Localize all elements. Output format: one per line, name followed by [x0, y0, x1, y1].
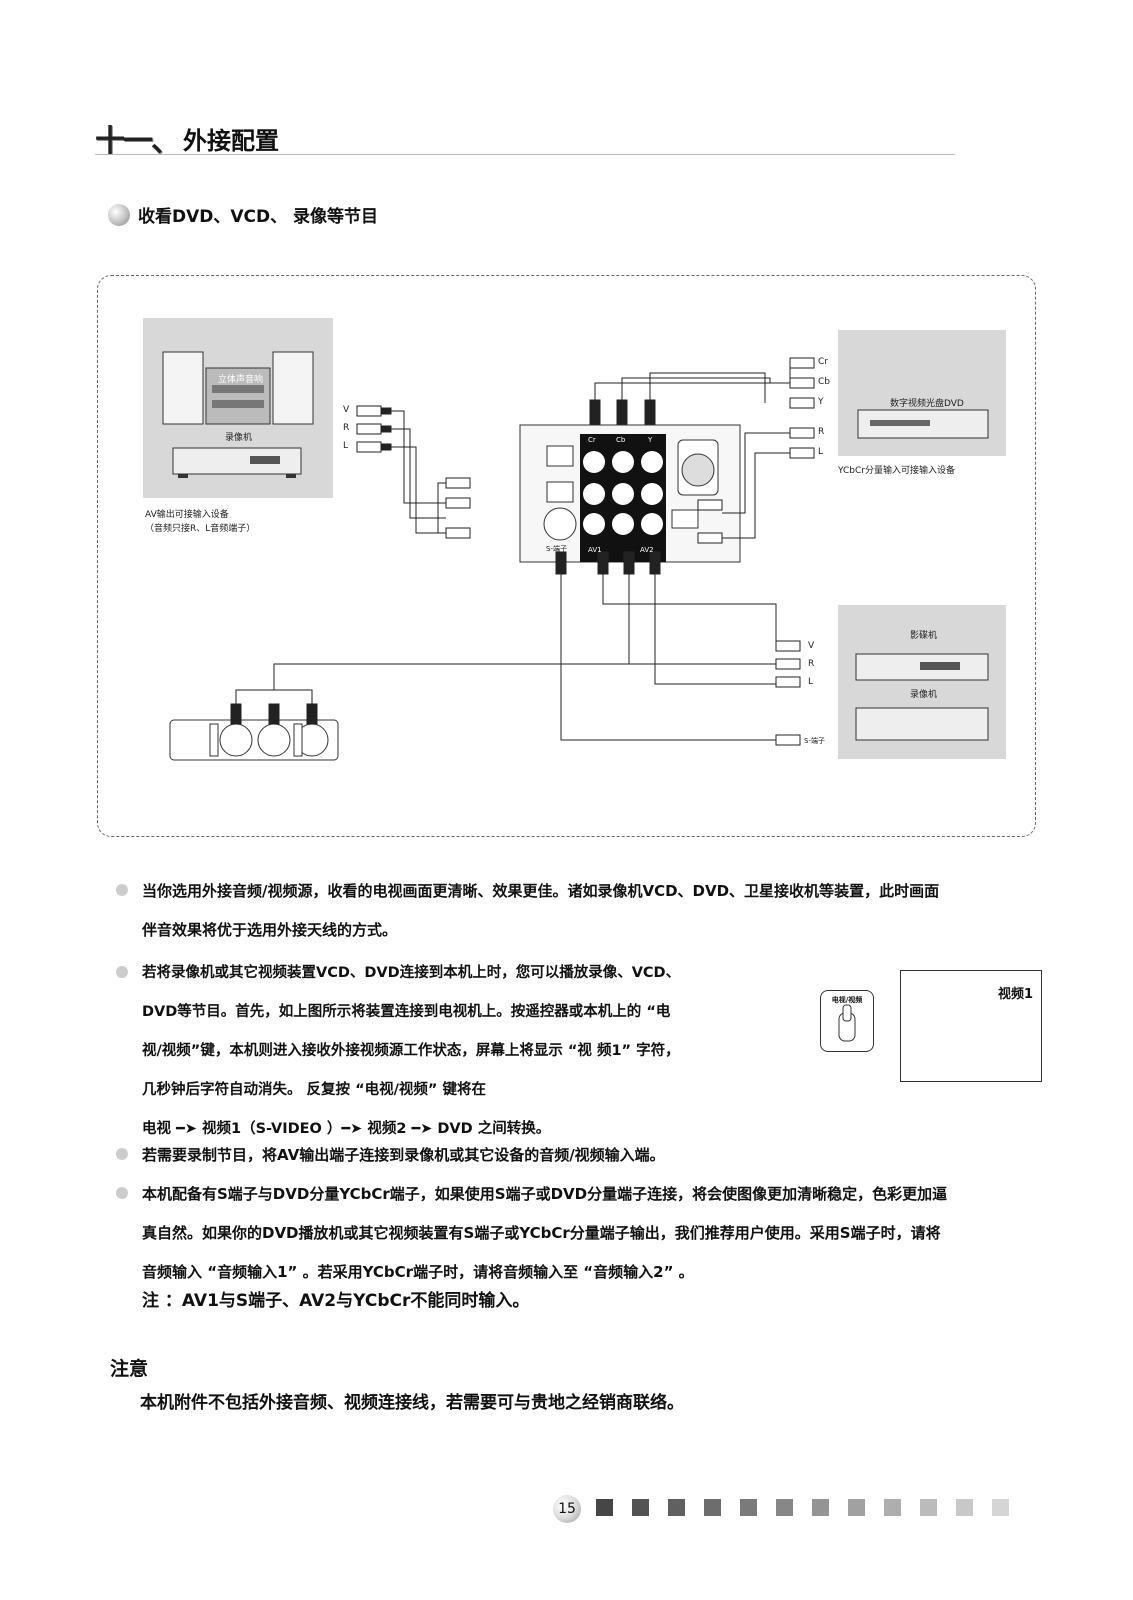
stereo-unit-icon: [205, 367, 271, 425]
vcr-right-icon: [855, 707, 989, 741]
note-line: 注 ：AV1与S端子、AV2与YCbCr不能同时输入。: [142, 1291, 530, 1311]
ycbcr-caption: YCbCr分量输入可接输入设备: [838, 466, 955, 476]
left-jack-r: R: [343, 423, 350, 433]
footer-square-icon: [884, 1499, 901, 1516]
bullet-icon: [116, 966, 128, 978]
component-jack-y: Y: [818, 397, 824, 407]
dvd-audio-jack-r: R: [818, 427, 825, 437]
paragraph-4-line-3: 音频输入 “音频输入1” 。若采用YCbCr端子时，请将音频输入至 “音频输入2…: [142, 1263, 694, 1281]
footer-square-icon: [776, 1499, 793, 1516]
footer-square-icon: [920, 1499, 937, 1516]
right-jack-v: V: [808, 641, 815, 651]
caution-text: 本机附件不包括外接音频、视频连接线，若需要可与贵地之经销商联络。: [140, 1393, 684, 1413]
panel-label-cr: Cr: [588, 436, 596, 444]
speaker-right-icon: [272, 351, 314, 425]
paragraph-1-line-1: 当你选用外接音频/视频源，收看的电视画面更清晰、效果更佳。诸如录像机VCD、DV…: [142, 882, 940, 900]
vcr-left-icon: [172, 447, 302, 475]
footer-square-icon: [740, 1499, 757, 1516]
paragraph-2-line-3: 视/视频”键，本机则进入接收外接视频源工作状态，屏幕上将显示 “视 频1” 字符…: [142, 1043, 680, 1059]
s-video-jack-icon: [543, 507, 577, 541]
page-number: 15: [553, 1495, 581, 1523]
section-title: 十一、 外接配置: [95, 116, 279, 160]
audio-device-label: 立体声音响: [218, 375, 264, 385]
finger-press-icon: [838, 1004, 856, 1042]
component-jack-cb: Cb: [818, 377, 830, 387]
tv-video-button-label: 电视/视频: [831, 996, 863, 1004]
left-jack-v: V: [343, 405, 350, 415]
footer-square-icon: [848, 1499, 865, 1516]
paragraph-4-line-1: 本机配备有S端子与DVD分量YCbCr端子，如果使用S端子或DVD分量端子连接，…: [142, 1185, 948, 1203]
recorder-label: 录像机: [225, 433, 253, 443]
bullet-icon: [116, 884, 128, 896]
osd-text: 视频1: [997, 987, 1033, 1002]
footer-square-icon: [704, 1499, 721, 1516]
panel-label-cb: Cb: [616, 436, 626, 444]
panel-s-label: S-端子: [546, 545, 567, 553]
footer-square-icon: [632, 1499, 649, 1516]
osd-screen: 视频1: [900, 970, 1042, 1082]
sub-heading-text: 收看DVD、VCD、 录像等节目: [138, 207, 379, 227]
footer-square-icon: [812, 1499, 829, 1516]
av-out-caption-1: AV输出可接输入设备: [145, 510, 229, 520]
speaker-left-icon: [162, 351, 204, 425]
paragraph-4-line-2: 真自然。如果你的DVD播放机或其它视频装置有S端子或YCbCr分量端子输出，我们…: [142, 1224, 941, 1242]
recorder2-label: 录像机: [910, 690, 938, 700]
paragraph-2-line-4: 几秒钟后字符自动消失。 反复按 “电视/视频” 键将在: [142, 1082, 486, 1098]
right-jack-l: L: [808, 677, 814, 687]
s-video-jack-label: S-端子: [804, 737, 825, 745]
title-divider: [95, 154, 955, 155]
panel-label-y: Y: [648, 436, 653, 444]
left-jack-l: L: [343, 441, 349, 451]
paragraph-4: 本机配备有S端子与DVD分量YCbCr端子，如果使用S端子或DVD分量端子连接，…: [142, 1175, 947, 1292]
paragraph-2: 若将录像机或其它视频装置VCD、DVD连接到本机上时，您可以播放录像、VCD、 …: [142, 954, 680, 1149]
paragraph-2-line-2: DVD等节目。首先，如上图所示将装置连接到电视机上。按遥控器或本机上的 “电: [142, 1004, 671, 1020]
connection-diagram-frame: [97, 275, 1036, 837]
paragraph-1-line-2: 伴音效果将优于选用外接天线的方式。: [142, 921, 398, 939]
paragraph-2-line-5: 电视 ━➤ 视频1（S-VIDEO ）━➤ 视频2 ━➤ DVD 之间转换。: [142, 1121, 551, 1137]
footer-square-icon: [992, 1499, 1009, 1516]
right-jack-r: R: [808, 659, 815, 669]
bullet-icon: [116, 1148, 128, 1160]
dvd-label: 数字视频光盘DVD: [890, 399, 964, 409]
component-jack-cr: Cr: [818, 357, 828, 367]
panel-bottom-label-1: AV1: [588, 546, 602, 554]
caution-title: 注意: [110, 1358, 149, 1380]
vcd-label: 影碟机: [910, 631, 938, 641]
paragraph-2-line-1: 若将录像机或其它视频装置VCD、DVD连接到本机上时，您可以播放录像、VCD、: [142, 965, 681, 981]
dvd-audio-jack-l: L: [818, 447, 824, 457]
av-out-caption-2: （音频只接R、L音频端子）: [145, 524, 256, 534]
footer-square-icon: [956, 1499, 973, 1516]
footer-square-icon: [596, 1499, 613, 1516]
bullet-ball-icon: [108, 203, 130, 226]
footer-square-icon: [668, 1499, 685, 1516]
paragraph-3: 若需要录制节目，将AV输出端子连接到录像机或其它设备的音频/视频输入端。: [142, 1146, 665, 1164]
tv-video-button: 电视/视频: [820, 990, 874, 1052]
section-number: 十一、: [95, 124, 181, 159]
section-title-text: 外接配置: [183, 126, 279, 155]
paragraph-1: 当你选用外接音频/视频源，收看的电视画面更清晰、效果更佳。诸如录像机VCD、DV…: [142, 872, 939, 950]
sub-heading: 收看DVD、VCD、 录像等节目: [108, 202, 378, 227]
bullet-icon: [116, 1187, 128, 1199]
panel-bottom-label-2: AV2: [640, 546, 654, 554]
